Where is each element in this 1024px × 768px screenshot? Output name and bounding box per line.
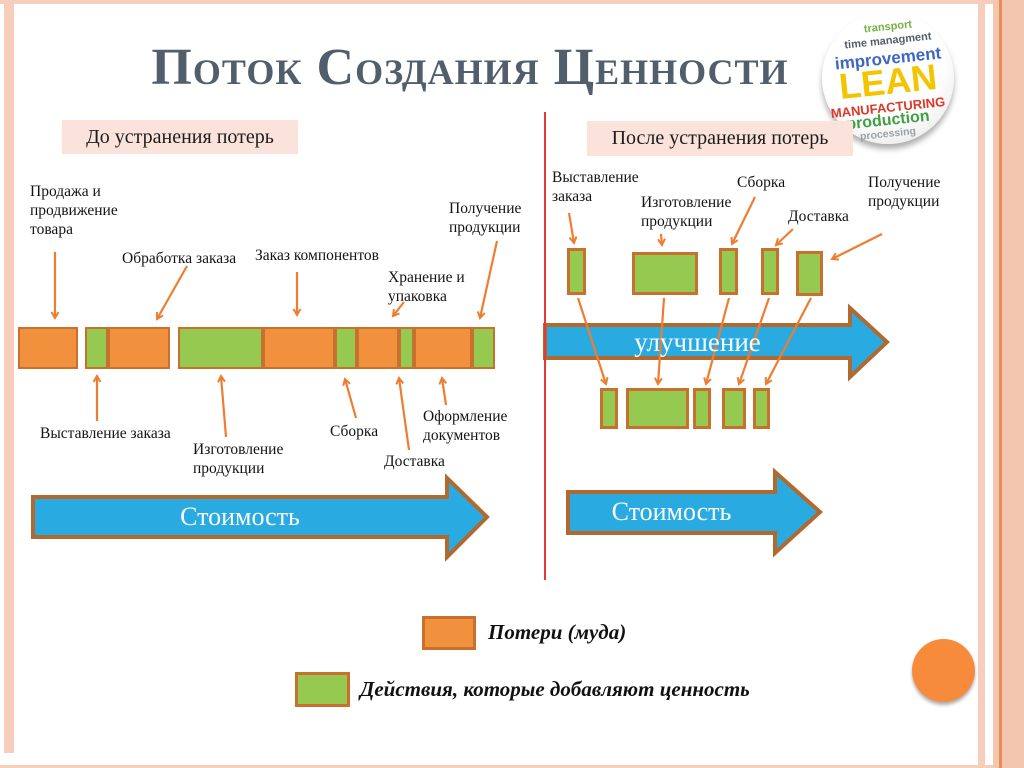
label-paperwork-before: Оформление документов <box>423 408 508 445</box>
decorative-circle <box>912 639 975 702</box>
label-delivery-before: Доставка <box>384 453 445 470</box>
segment-value <box>85 327 108 369</box>
improvement-arrow-label: улучшение <box>634 327 761 357</box>
label-receiving-before: Получение продукции <box>449 200 522 237</box>
segment-muda <box>263 327 335 369</box>
before-section-header: До устранения потерь <box>62 120 298 154</box>
frame-right-band <box>993 0 1024 768</box>
value-box <box>626 388 689 429</box>
label-order-placement-after: Выставление заказа <box>552 169 639 206</box>
leader-delivery-after <box>774 228 794 247</box>
value-box <box>761 248 779 295</box>
value-box <box>722 388 746 429</box>
segment-muda <box>357 327 399 369</box>
label-order-processing: Обработка заказа <box>122 250 237 267</box>
label-storage-packing: Хранение и упаковка <box>388 269 465 306</box>
legend-label-value: Действия, которые добавляют ценность <box>360 677 750 701</box>
segment-muda <box>108 327 170 369</box>
value-box <box>719 248 738 295</box>
label-production-before: Изготовление продукции <box>193 441 284 478</box>
label-sales-promotion: Продажа и продвижение товара <box>30 183 118 239</box>
leader-assembly-before <box>342 377 358 419</box>
bar-block <box>178 327 495 369</box>
value-box <box>600 388 618 429</box>
bar-block <box>18 327 78 369</box>
after-section-header: После устранения потерь <box>587 121 853 156</box>
legend-swatch-value <box>295 672 350 707</box>
label-receiving-after: Получение продукции <box>868 174 941 211</box>
label-order-placement-before: Выставление заказа <box>40 425 171 442</box>
segment-value <box>472 327 495 369</box>
segment-value <box>399 327 414 369</box>
leader-order-processing <box>155 265 188 321</box>
frame-left-stripe <box>4 0 14 753</box>
segment-value <box>178 327 263 369</box>
bar-block <box>85 327 170 369</box>
value-box <box>632 252 698 295</box>
frame-right-stripe <box>978 0 985 768</box>
value-box <box>567 248 586 295</box>
label-assembly-after: Сборка <box>737 174 786 191</box>
cost-arrow-before-label: Стоимость <box>180 502 300 531</box>
value-box <box>693 388 711 429</box>
leader-order-placement-after <box>567 212 578 245</box>
value-box <box>753 388 770 429</box>
leader-receiving-after <box>830 233 883 261</box>
leader-receiving-before <box>476 240 499 320</box>
label-production-after: Изготовление продукции <box>641 194 732 231</box>
segment-value <box>335 327 357 369</box>
segment-muda <box>18 327 78 369</box>
legend-label-muda: Потери (муда) <box>488 620 627 644</box>
leader-production-after <box>657 233 666 247</box>
cost-arrow-after-label: Стоимость <box>611 497 732 526</box>
leader-delivery-before <box>395 376 411 451</box>
segment-muda <box>414 327 472 369</box>
label-component-order: Заказ компонентов <box>255 247 379 264</box>
label-delivery-after: Доставка <box>788 208 849 225</box>
slide-title: Поток Создания Ценности <box>151 39 789 96</box>
leader-paperwork-before <box>438 376 448 406</box>
legend-swatch-muda <box>422 616 476 650</box>
leader-production-before <box>217 374 228 438</box>
value-box <box>796 251 823 296</box>
label-assembly-before: Сборка <box>330 423 379 440</box>
section-divider <box>544 112 546 580</box>
frame-bottom-stripe <box>0 765 1024 768</box>
frame-right-band-line <box>999 0 1002 768</box>
frame-top-stripe <box>0 0 1024 4</box>
